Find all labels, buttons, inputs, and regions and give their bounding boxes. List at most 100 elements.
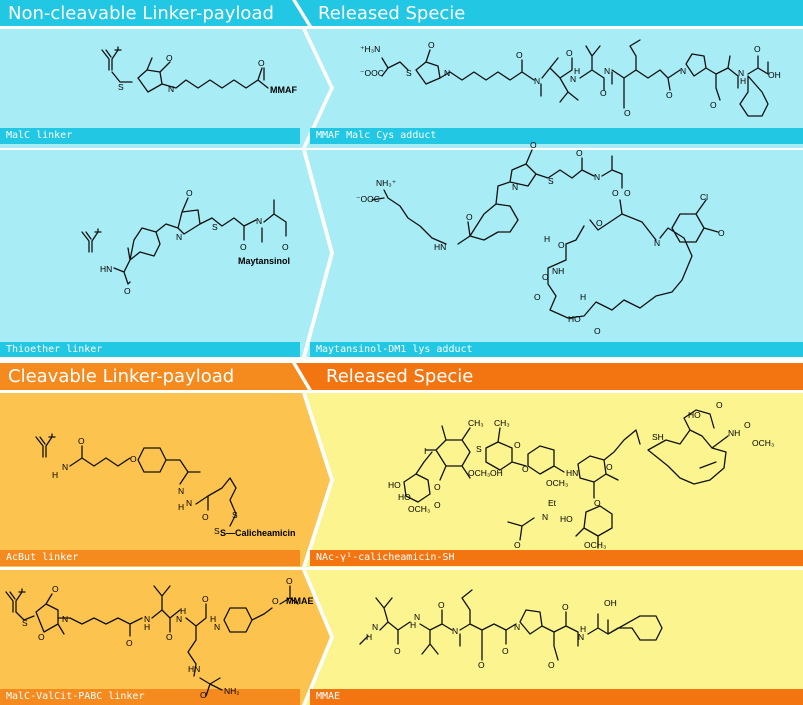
svg-text:OH: OH	[768, 70, 781, 80]
section2-left-title: Cleavable Linker-payload	[8, 366, 235, 387]
svg-text:S: S	[212, 222, 218, 232]
svg-text:O: O	[200, 690, 207, 700]
orange-panel-left-row3	[0, 393, 330, 567]
label-bar-row1-left	[0, 128, 300, 144]
svg-text:N: N	[570, 74, 576, 84]
svg-text:H: H	[366, 632, 372, 642]
svg-text:O: O	[600, 88, 607, 98]
svg-text:O: O	[718, 228, 725, 238]
svg-text:O: O	[438, 600, 445, 610]
svg-text:N: N	[512, 182, 518, 192]
mmaf-label-left: MMAF	[270, 85, 297, 95]
svg-text:N: N	[372, 622, 378, 632]
svg-text:O: O	[666, 90, 673, 100]
svg-text:S: S	[406, 68, 412, 78]
svg-text:N: N	[578, 632, 584, 642]
svg-text:NH: NH	[728, 428, 740, 438]
svg-text:O: O	[78, 436, 85, 446]
svg-text:S: S	[22, 618, 28, 628]
svg-text:S: S	[548, 176, 554, 186]
svg-text:O: O	[562, 602, 569, 612]
svg-text:N: N	[62, 462, 68, 472]
svg-text:NH₂: NH₂	[224, 686, 240, 696]
label-bar-row3-right	[310, 550, 803, 566]
svg-text:O: O	[558, 240, 565, 250]
svg-text:O: O	[744, 420, 751, 430]
svg-text:O: O	[596, 218, 603, 228]
svg-text:CH₃: CH₃	[468, 418, 484, 428]
svg-text:H: H	[52, 470, 58, 480]
svg-text:O: O	[516, 50, 523, 60]
svg-text:O: O	[754, 44, 761, 54]
orange-header-right	[296, 363, 803, 390]
calicheamicin-label: S—Calicheamicin	[220, 528, 296, 538]
svg-text:O: O	[514, 440, 521, 450]
svg-text:O: O	[530, 140, 537, 150]
row3-left-label: AcBut linker	[6, 552, 79, 563]
row2-left-label: Thioether linker	[6, 344, 103, 355]
svg-text:O: O	[434, 500, 441, 510]
malc-mmaf-structure: S O N O MMAF	[101, 46, 297, 95]
yellow-panel-right-row3	[306, 393, 803, 567]
svg-text:O: O	[166, 53, 173, 63]
svg-text:N: N	[62, 614, 68, 624]
section2-right-title: Released Specie	[326, 366, 474, 387]
svg-text:H: H	[178, 502, 184, 512]
svg-text:O: O	[166, 632, 173, 642]
svg-text:N: N	[680, 66, 686, 76]
svg-text:OH: OH	[490, 468, 503, 478]
svg-text:O: O	[478, 660, 485, 670]
label-bar-row2-right	[310, 342, 803, 357]
svg-text:O: O	[240, 242, 247, 252]
svg-text:O: O	[606, 462, 613, 472]
svg-text:N: N	[594, 172, 600, 182]
svg-text:H: H	[574, 66, 580, 76]
svg-text:OCH₃: OCH₃	[468, 468, 490, 478]
svg-text:O: O	[186, 188, 193, 198]
row3-right-label: NAc-γ¹-calicheamicin-SH	[316, 552, 455, 563]
svg-text:N: N	[186, 498, 192, 508]
cyan-panel-right-row2	[306, 150, 803, 357]
svg-text:OCH₃: OCH₃	[584, 540, 606, 550]
row4-right-label: MMAE	[316, 691, 341, 702]
svg-text:N: N	[534, 76, 540, 86]
svg-text:O: O	[514, 540, 521, 550]
svg-text:O: O	[716, 400, 723, 410]
svg-text:N: N	[738, 68, 744, 78]
svg-text:HN: HN	[100, 264, 112, 274]
maytansinol-label: Maytansinol	[238, 256, 290, 266]
svg-text:HO: HO	[568, 314, 581, 324]
svg-text:H: H	[144, 622, 150, 632]
svg-text:HO: HO	[398, 492, 411, 502]
svg-text:O: O	[548, 660, 555, 670]
section1-left-title: Non-cleavable Linker-payload	[8, 3, 274, 24]
mmaf-cys-adduct-structure: ⁺H₃N ⁻OOC S O N O N O H N O N O O N O H …	[360, 39, 781, 118]
cyan-panel-right-row1	[306, 29, 803, 148]
section1-right-title: Released Specie	[318, 3, 466, 24]
svg-text:HN: HN	[434, 242, 446, 252]
svg-text:SH: SH	[652, 432, 664, 442]
svg-text:O: O	[130, 454, 137, 464]
svg-text:O: O	[566, 48, 573, 58]
svg-text:O: O	[594, 326, 601, 336]
svg-text:O: O	[624, 108, 631, 118]
cyan-panel-left-row1	[0, 29, 330, 148]
svg-text:O: O	[502, 646, 509, 656]
svg-text:⁻OOC: ⁻OOC	[356, 194, 380, 204]
row2-right-label: Maytansinol-DM1 lys adduct	[316, 344, 473, 355]
mmae-label-left: MMAE	[286, 596, 314, 606]
nac-calicheamicin-structure: I CH₃ OCH₃ O S CH₃ O OH O OCH₃ HN O O HO…	[388, 400, 774, 550]
svg-text:H: H	[580, 292, 586, 302]
svg-text:OCH₃: OCH₃	[546, 478, 568, 488]
svg-text:N: N	[604, 66, 610, 76]
svg-text:H: H	[740, 76, 746, 86]
svg-text:S: S	[476, 444, 482, 454]
svg-text:Cl: Cl	[700, 192, 708, 202]
svg-text:O: O	[612, 188, 619, 198]
svg-text:O: O	[124, 286, 131, 296]
thioether-maytansinol-structure: HN O N O S O N O Maytansinol	[81, 188, 290, 296]
svg-text:S: S	[118, 82, 124, 92]
label-bar-row2-left	[0, 342, 300, 357]
svg-text:Et: Et	[548, 498, 557, 508]
svg-text:N: N	[176, 614, 182, 624]
